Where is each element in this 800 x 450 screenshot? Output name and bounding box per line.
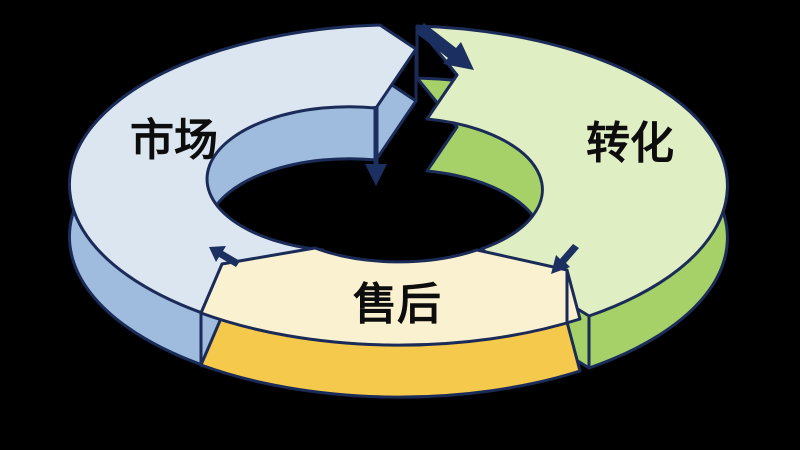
segment-aftersales xyxy=(199,246,582,399)
arrow-center-pointer-head xyxy=(365,164,387,186)
aftersales-label: 售后 xyxy=(353,280,441,329)
market-top-face xyxy=(67,23,418,321)
arrow-center-pointer-icon xyxy=(365,106,387,186)
arrow-market-to-conversion-icon xyxy=(416,23,474,70)
market-label: 市场 xyxy=(130,116,218,165)
arrow-aftersales-to-market-icon xyxy=(209,246,240,267)
arrow-conversion-to-aftersales-icon xyxy=(551,244,579,274)
conversion-top-face xyxy=(415,24,729,318)
aftersales-corner-edges xyxy=(199,268,569,367)
conversion-label: 转化 xyxy=(586,119,674,168)
aftersales-top-face xyxy=(199,246,582,347)
flow-arrows xyxy=(209,23,579,274)
